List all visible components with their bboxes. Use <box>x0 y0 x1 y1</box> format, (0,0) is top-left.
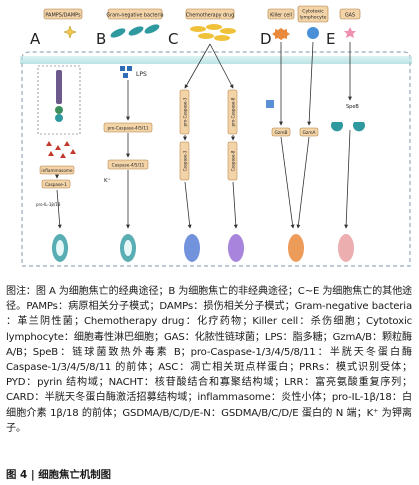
panel-letter-d: D <box>260 30 272 48</box>
pro-il-text: pro-IL-1β/18 <box>36 202 61 207</box>
speb-icon <box>331 122 365 132</box>
figure-caption: 图注：图 A 为细胞焦亡的经典途径；B 为细胞焦亡的非经典途径；C~E 为细胞焦… <box>6 286 412 434</box>
panel-letter-e: E <box>326 30 335 48</box>
lps-text: LPS <box>136 71 147 78</box>
membrane-band <box>20 56 412 64</box>
svg-text:pro-Caspase-8: pro-Caspase-8 <box>231 97 236 126</box>
gsdm-pore-d <box>288 234 304 262</box>
pamps-star-icon <box>63 25 77 39</box>
nlrp-receptor <box>56 70 62 104</box>
gsdm-pore-b <box>120 234 136 262</box>
inflammasome-box <box>37 65 81 135</box>
pro-caspase-4-5-11-box: pro-Caspase-4/5/11 <box>103 122 153 133</box>
gas-icon <box>344 27 356 38</box>
label-pamps-damps: PAMPS/DAMPs <box>43 8 83 20</box>
svg-text:Cytotoxic: Cytotoxic <box>302 9 324 15</box>
speb-text: SpeB <box>346 104 359 110</box>
panel-letter-a: A <box>30 30 41 48</box>
svg-text:lymphocyte: lymphocyte <box>300 15 327 21</box>
label-killer-cell: Killer cell <box>267 8 295 20</box>
svg-text:pro-Caspase-3: pro-Caspase-3 <box>183 97 188 126</box>
svg-text:pro-Caspase-4/5/11: pro-Caspase-4/5/11 <box>107 126 148 131</box>
asc-protein <box>55 106 63 114</box>
gsdm-pore-c1 <box>184 234 200 262</box>
caspase1-text: Caspase-1 <box>45 182 67 187</box>
svg-text:Caspase-8: Caspase-8 <box>231 150 236 171</box>
gsdm-pore-e <box>338 234 354 262</box>
procaspase1-icon <box>55 114 63 122</box>
label-chemotherapy: Chemotherapy drug <box>185 8 235 20</box>
pathway-arrows <box>55 41 352 229</box>
label-gram-negative: Gram-negative bacteria <box>106 8 164 20</box>
figure-title: 图 4 | 细胞焦亡机制图 <box>6 469 112 481</box>
pyroptosis-diagram: A B C D E PAMPS/DAMPs Gram-negative bact… <box>20 5 412 267</box>
caspase-4-5-11-box: Caspase-4/5/11 <box>107 159 149 170</box>
caspase1-label <box>41 179 71 189</box>
label-cytotoxic-lymphocyte: Cytotoxic lymphocyte <box>297 5 329 23</box>
killer-cell-icon <box>272 28 290 40</box>
pro-caspase-8-box: pro-Caspase-8 <box>227 89 238 135</box>
pro-caspase-3-box: pro-Caspase-3 <box>179 89 190 135</box>
panel-letter-b: B <box>96 30 106 48</box>
panel-letter-c: C <box>168 30 178 48</box>
svg-text:Caspase-3: Caspase-3 <box>183 150 188 171</box>
bacteria-icon <box>110 24 160 38</box>
svg-text:GAS: GAS <box>345 13 355 19</box>
gzmb-icon: GzmB <box>266 100 291 137</box>
svg-text:GzmA: GzmA <box>303 130 316 136</box>
k-plus-text: K⁺ <box>104 177 111 184</box>
gsdm-pore-a <box>52 234 68 262</box>
svg-text:Caspase-4/5/11: Caspase-4/5/11 <box>112 163 145 168</box>
caspase-3-box: Caspase-3 <box>179 141 190 181</box>
svg-text:Gram-negative bacteria: Gram-negative bacteria <box>106 13 163 19</box>
label-gas: GAS <box>339 8 361 20</box>
lymphocyte-icon <box>307 27 319 39</box>
drug-pills-icon <box>190 24 236 41</box>
inflammasome-label <box>39 165 75 175</box>
svg-text:PAMPS/DAMPs: PAMPS/DAMPs <box>45 13 81 19</box>
inflammasome-text: inflammasome <box>41 168 73 173</box>
lps-icon <box>120 66 132 78</box>
gsdm-pore-c2 <box>228 234 244 262</box>
svg-text:Killer cell: Killer cell <box>270 13 292 19</box>
gzma-icon: GzmA <box>299 127 319 137</box>
svg-text:GzmB: GzmB <box>275 130 288 136</box>
svg-text:Chemotherapy drug: Chemotherapy drug <box>186 13 234 19</box>
caspase-8-box: Caspase-8 <box>227 141 238 181</box>
damp-triangles <box>46 141 76 158</box>
